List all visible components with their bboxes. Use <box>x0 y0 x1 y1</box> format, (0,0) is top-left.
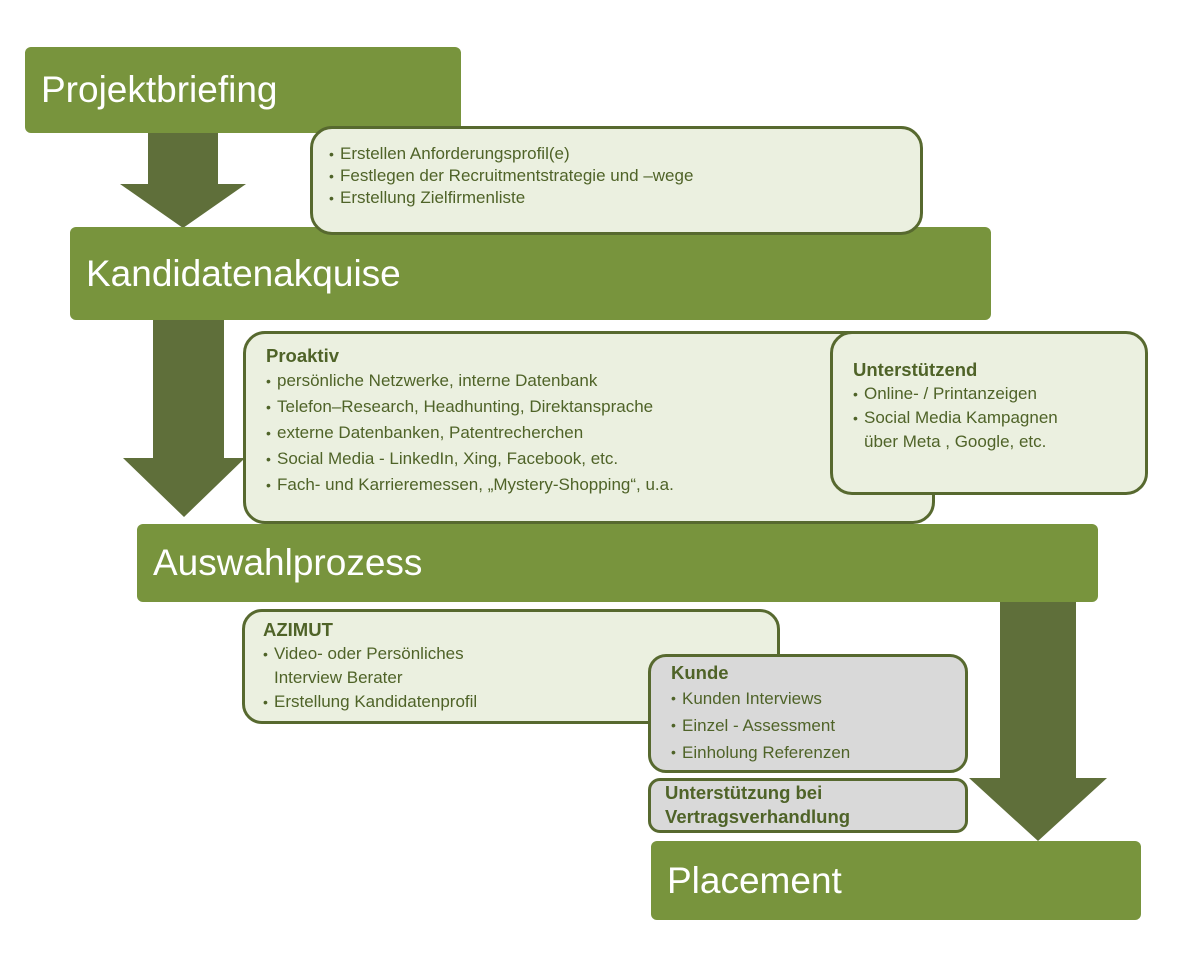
unterstuetzend-box: Unterstützend Online- / Printanzeigen So… <box>830 331 1148 495</box>
list-item: Erstellen Anforderungsprofil(e) <box>329 143 904 165</box>
arrow-down-icon <box>969 600 1107 841</box>
list-item: Erstellung Zielfirmenliste <box>329 187 904 209</box>
phase-bar-auswahlprozess: Auswahlprozess <box>137 524 1098 602</box>
vertragsverhandlung-box: Unterstützung bei Vertragsverhandlung <box>648 778 968 833</box>
phase-label: Projektbriefing <box>41 69 278 110</box>
list-item: Einzel - Assessment <box>671 712 945 739</box>
box-heading: AZIMUT <box>263 619 333 640</box>
list-item: Social Media - LinkedIn, Xing, Facebook,… <box>266 446 912 472</box>
phase-bar-projektbriefing: Projektbriefing <box>25 47 461 133</box>
proaktiv-box: Proaktiv persönliche Netzwerke, interne … <box>243 331 935 524</box>
list-item: Video- oder Persönliches Interview Berat… <box>263 642 759 690</box>
box-heading: Unterstützung bei <box>665 782 823 803</box>
list-item: Telefon–Research, Headhunting, Direktans… <box>266 394 912 420</box>
phase-bar-kandidatenakquise: Kandidatenakquise <box>70 227 991 320</box>
list-item: Festlegen der Recruitmentstrategie und –… <box>329 165 904 187</box>
list-item: Einholung Referenzen <box>671 739 945 766</box>
phase-label: Auswahlprozess <box>153 542 423 583</box>
kunde-box: Kunde Kunden Interviews Einzel - Assessm… <box>648 654 968 773</box>
list-item: persönliche Netzwerke, interne Datenbank <box>266 368 912 394</box>
phase-label: Kandidatenakquise <box>86 252 401 294</box>
phase-bar-placement: Placement <box>651 841 1141 920</box>
box-heading: Unterstützend <box>853 359 978 380</box>
arrow-down-icon <box>120 130 246 228</box>
arrow-down-icon <box>123 318 245 517</box>
list-item: Kunden Interviews <box>671 685 945 712</box>
list-item: Fach- und Karrieremessen, „Mystery-Shopp… <box>266 472 912 498</box>
box-heading: Proaktiv <box>266 345 340 366</box>
list-item: externe Datenbanken, Patentrecherchen <box>266 420 912 446</box>
box-heading: Kunde <box>671 662 729 683</box>
box-heading: Vertragsverhandlung <box>665 806 851 827</box>
list-item: Online- / Printanzeigen <box>853 382 1125 406</box>
briefing-details-box: Erstellen Anforderungsprofil(e) Festlege… <box>310 126 923 235</box>
list-item: Erstellung Kandidatenprofil <box>263 690 759 714</box>
list-item: Social Media Kampagnen über Meta , Googl… <box>853 406 1125 454</box>
phase-label: Placement <box>667 859 842 901</box>
